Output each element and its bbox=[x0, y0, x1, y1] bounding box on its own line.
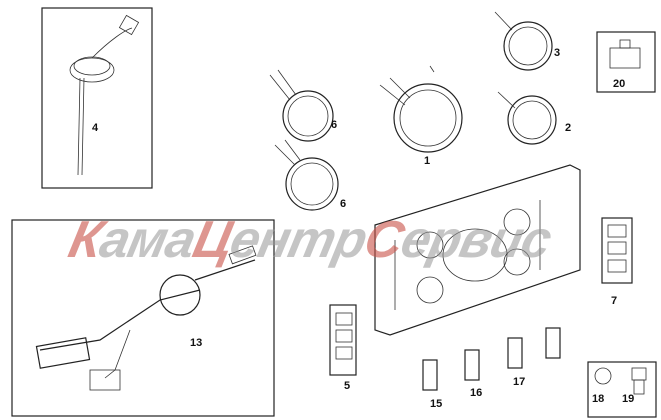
label-6-upper: 6 bbox=[331, 119, 337, 131]
rocker-switch-17 bbox=[507, 337, 523, 369]
label-3: 3 bbox=[554, 47, 560, 59]
rocker-switch-16 bbox=[464, 349, 480, 381]
part-13-frame bbox=[11, 219, 275, 417]
watermark: КамаЦентрСервис bbox=[63, 211, 557, 269]
label-5: 5 bbox=[344, 380, 350, 392]
label-2: 2 bbox=[565, 122, 571, 134]
label-6-lower: 6 bbox=[340, 198, 346, 210]
label-20: 20 bbox=[613, 78, 625, 90]
label-19: 19 bbox=[622, 393, 634, 405]
gauge-2 bbox=[497, 91, 557, 145]
switch-block-7 bbox=[601, 217, 633, 284]
part-19-socket bbox=[631, 367, 647, 395]
part-4-cable bbox=[69, 14, 140, 176]
gauge-3 bbox=[494, 11, 553, 71]
label-18: 18 bbox=[592, 393, 604, 405]
part-13-steering-switch bbox=[35, 245, 257, 391]
label-13: 13 bbox=[190, 337, 202, 349]
gauge-6-lower bbox=[274, 139, 339, 211]
label-7: 7 bbox=[611, 295, 617, 307]
part-18-19-frame bbox=[587, 361, 657, 418]
part-4-frame bbox=[41, 7, 153, 189]
part-20-frame bbox=[596, 31, 656, 93]
label-4: 4 bbox=[92, 122, 99, 134]
label-17: 17 bbox=[513, 376, 525, 388]
label-15: 15 bbox=[430, 398, 442, 410]
label-1: 1 bbox=[424, 155, 430, 167]
rocker-switch-15 bbox=[422, 359, 438, 391]
gauge-6-upper bbox=[269, 69, 334, 142]
label-16: 16 bbox=[470, 387, 482, 399]
part-18-cap bbox=[594, 367, 612, 385]
instrument-panel bbox=[374, 164, 581, 336]
part-20-relay bbox=[609, 39, 641, 69]
switch-block-5 bbox=[329, 304, 357, 376]
speedometer-1 bbox=[379, 65, 463, 153]
rocker-switch bbox=[545, 327, 561, 359]
